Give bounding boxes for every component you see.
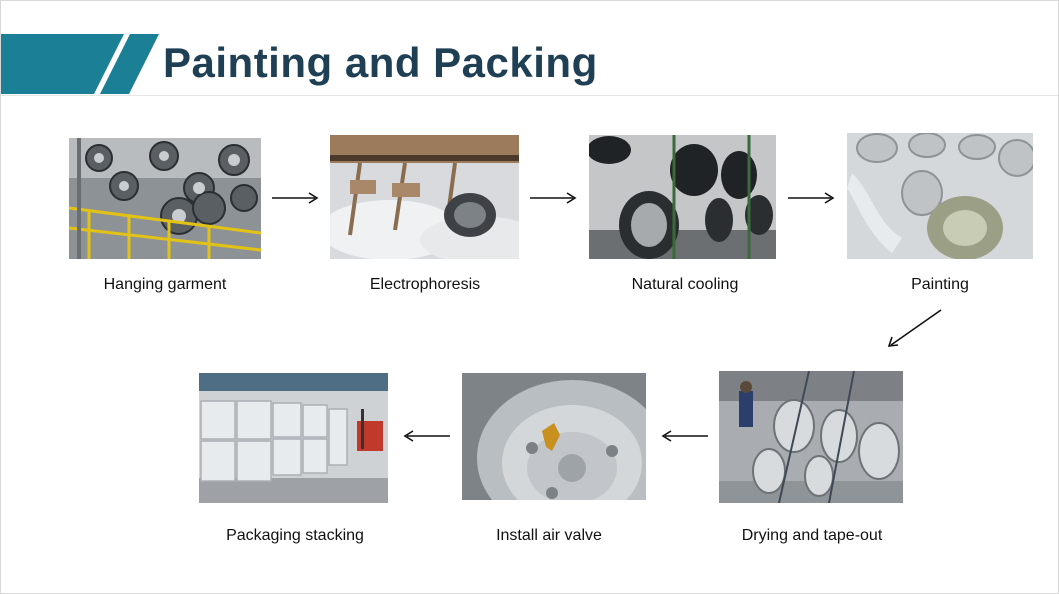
step-label: Drying and tape-out xyxy=(741,527,883,544)
step-photo-electrophoresis xyxy=(330,135,519,259)
arrow-icon xyxy=(403,430,450,442)
step-label: Electrophoresis xyxy=(369,276,481,293)
title-bar xyxy=(1,33,1058,96)
arrow-icon xyxy=(661,430,708,442)
step-label: Painting xyxy=(911,276,969,293)
step-photo-natural-cooling xyxy=(589,135,776,259)
arrow-icon xyxy=(272,192,319,204)
arrow-icon xyxy=(530,192,577,204)
step-photo-hanging-garment xyxy=(69,138,261,259)
page-title: Painting and Packing xyxy=(163,39,598,86)
step-label: Natural cooling xyxy=(631,276,739,293)
step-photo-drying-tape-out xyxy=(719,371,903,503)
step-photo-painting xyxy=(847,133,1033,259)
step-photo-install-air-valve xyxy=(462,373,646,500)
arrow-icon xyxy=(788,192,835,204)
arrow-icon xyxy=(887,309,942,347)
step-label: Hanging garment xyxy=(103,276,227,293)
accent-band xyxy=(1,34,159,94)
step-label: Install air valve xyxy=(496,527,602,544)
step-photo-packaging-stacking xyxy=(199,373,388,503)
step-label: Packaging stacking xyxy=(226,527,364,544)
